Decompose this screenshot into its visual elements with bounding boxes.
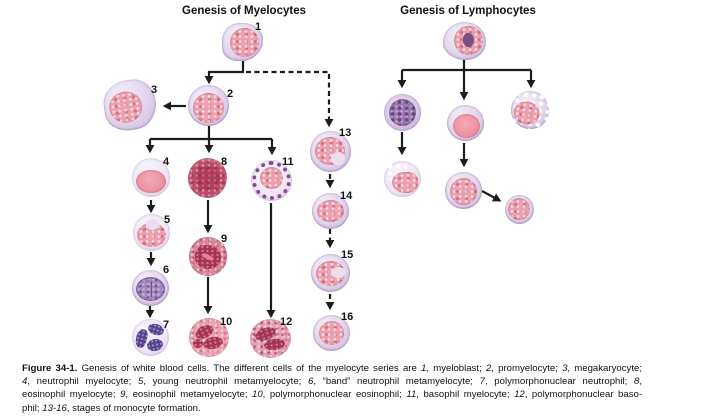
cell-15-monocyte-stage — [311, 254, 350, 292]
cell-lymphocyte-left-stage-2 — [384, 161, 421, 197]
cell-14-monocyte-stage — [312, 193, 349, 229]
title-genesis-of-myelocytes: Genesis of Myelocytes — [182, 5, 306, 17]
cell-number-8: 8 — [221, 156, 228, 168]
cell-nucleus — [195, 245, 221, 269]
cell-lymphoblast — [443, 22, 486, 60]
cell-nucleus — [230, 28, 259, 57]
cell-number-11: 11 — [282, 156, 294, 168]
cell-number-15: 15 — [341, 249, 354, 261]
caption-line-4: phil; 13-16, stages of monocyte formatio… — [22, 402, 201, 414]
nucleus-notch — [331, 267, 346, 278]
cell-lymphocyte-left-progenitor — [384, 94, 421, 131]
cell-nucleus — [107, 89, 145, 125]
cell-9-eosinophil-metamyelocyte — [189, 237, 227, 276]
figure-caption: Figure 34-1. Genesis of white blood cell… — [22, 362, 642, 415]
nucleolus — [463, 33, 474, 47]
arrow-myeloblast-to-promyelocyte — [204, 61, 245, 85]
cell-lymphocyte-middle-stage-2 — [445, 172, 482, 209]
cell-number-9: 9 — [221, 233, 228, 245]
cell-nucleus — [392, 172, 418, 193]
nucleus-lobe — [145, 337, 165, 353]
cell-5-young-neutrophil-metamyelocyte — [133, 214, 170, 251]
nucleus-lobe — [193, 339, 203, 348]
cell-nucleus — [454, 26, 483, 55]
cell-10-polymorphonuclear-eosinophil — [189, 318, 229, 357]
caption-line-2: 4, neutrophil myelocyte; 5, young neutro… — [22, 376, 642, 388]
cell-12-polymorphonuclear-basophil — [250, 319, 291, 358]
cell-nucleus — [453, 114, 480, 138]
cell-number-3: 3 — [151, 84, 158, 96]
cell-number-6: 6 — [163, 264, 170, 276]
cell-nucleus — [319, 321, 344, 345]
cell-2-promyelocyte — [188, 85, 229, 126]
cell-nucleus — [317, 200, 344, 222]
cell-number-14: 14 — [340, 190, 353, 202]
cell-number-16: 16 — [341, 311, 354, 323]
cell-number-2: 2 — [227, 88, 234, 100]
arrow-lymphocyte-diagonal — [481, 190, 502, 202]
caption-line-1: Figure 34-1. Genesis of white blood cell… — [22, 363, 642, 374]
cell-number-13: 13 — [339, 127, 352, 139]
cell-nucleus — [508, 198, 530, 220]
cell-number-5: 5 — [164, 214, 171, 226]
cell-nucleus — [450, 178, 477, 205]
cell-nucleus — [136, 170, 166, 193]
nucleus-notch — [146, 219, 159, 230]
cell-16-monocyte-stage — [313, 315, 350, 351]
cell-small-lymphocyte — [505, 195, 534, 224]
cell-lymphocyte-middle-progenitor — [447, 105, 484, 141]
cell-nucleus — [196, 166, 220, 190]
nucleus-notch — [331, 152, 345, 165]
dashed-arrow-to-monocyte-line — [246, 70, 334, 128]
cell-number-10: 10 — [220, 316, 233, 328]
caption-line-3: eosinophil myelocyte; 9, eosinophil meta… — [22, 389, 643, 401]
title-genesis-of-lymphocytes: Genesis of Lymphocytes — [400, 5, 536, 17]
cell-nucleus — [193, 93, 224, 123]
basophil-granule-ring — [252, 161, 291, 200]
cell-7-polymorphonuclear-neutrophil — [132, 319, 169, 356]
cell-number-12: 12 — [280, 316, 293, 328]
cell-11-basophil-myelocyte — [251, 160, 292, 201]
cell-13-monocyte-stage — [310, 131, 351, 172]
cell-4-neutrophil-myelocyte — [132, 158, 170, 197]
cell-1-myeloblast — [222, 23, 263, 61]
cell-nucleus — [136, 277, 165, 301]
cell-number-1: 1 — [255, 21, 262, 33]
cell-number-7: 7 — [163, 319, 170, 331]
cell-nucleus — [260, 167, 283, 189]
basophil-speckles — [251, 320, 290, 357]
cell-number-4: 4 — [163, 156, 170, 168]
cell-6-band-neutrophil-metamyelocyte — [132, 270, 169, 306]
cell-8-eosinophil-myelocyte — [188, 158, 227, 198]
cell-nucleus — [389, 99, 416, 126]
